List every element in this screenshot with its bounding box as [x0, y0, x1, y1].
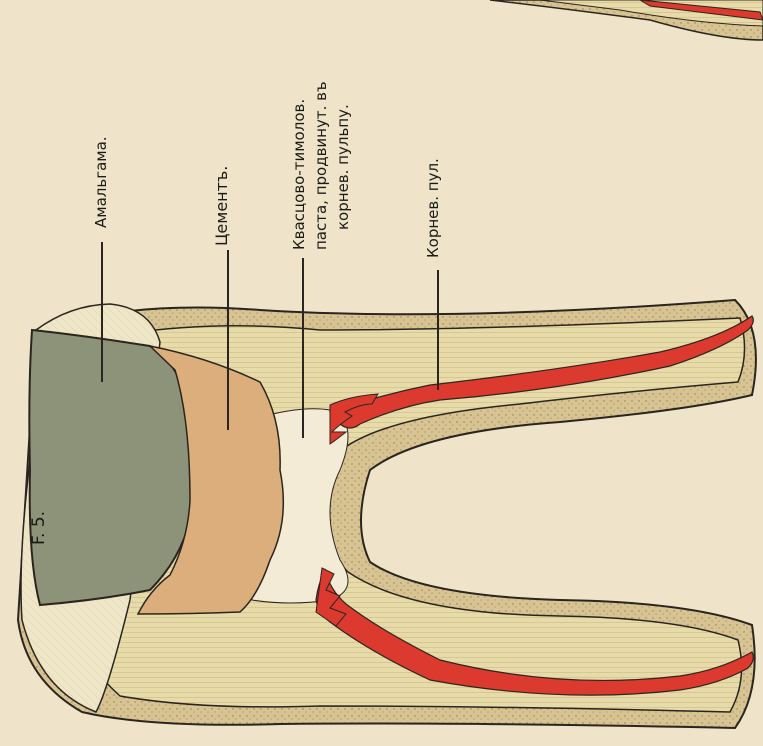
label-root-pulp: Корнев. пул. [424, 158, 443, 258]
label-amalgam: Амальгама. [92, 136, 111, 228]
figure-number: F. 5. [30, 511, 49, 545]
leader-line-cement [227, 250, 229, 430]
label-paste-line1: Квасцово-тимолов. [288, 81, 310, 250]
label-paste: Квасцово-тимолов. паста, продвинут. въ к… [288, 81, 354, 250]
leader-line-root-pulp [437, 270, 439, 390]
leader-line-amalgam [101, 242, 103, 382]
adjacent-tooth-fragment [490, 0, 763, 40]
leader-line-paste [302, 258, 304, 438]
label-paste-line3: корнев. пульпу. [332, 81, 354, 250]
label-cement: Цементъ. [212, 166, 231, 246]
amalgam-filling [29, 330, 191, 605]
label-paste-line2: паста, продвинут. въ [310, 81, 332, 250]
